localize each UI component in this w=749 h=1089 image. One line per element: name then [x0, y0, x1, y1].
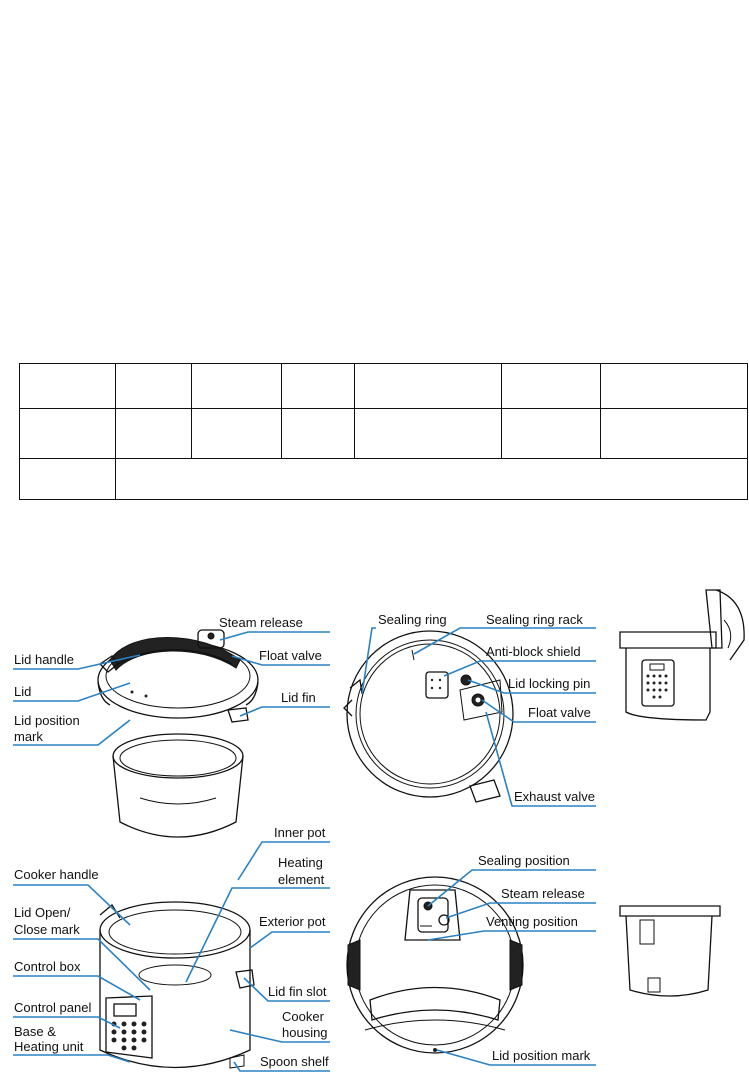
leader-spoon-shelf: [233, 1061, 330, 1072]
labels: Lid handle Lid Lid position mark Steam r…: [14, 612, 595, 1069]
leader-sealing-ring-rack: [413, 627, 596, 655]
leader-steam-release-2: [445, 902, 596, 919]
label-base-heating-2: Heating unit: [14, 1039, 84, 1054]
leader-lid: [13, 682, 131, 702]
label-steam-release: Steam release: [219, 615, 303, 630]
label-sealing-ring: Sealing ring: [378, 612, 447, 627]
leader-control-panel: [13, 1016, 121, 1029]
label-exterior-pot: Exterior pot: [259, 914, 326, 929]
leader-venting-position: [427, 930, 596, 941]
leader-exhaust-valve: [485, 711, 596, 807]
label-inner-pot: Inner pot: [274, 825, 326, 840]
lid-top-drawing: [346, 876, 524, 1054]
label-lid-handle: Lid handle: [14, 652, 74, 667]
cooker-side-drawing: [619, 905, 721, 997]
label-exhaust-valve: Exhaust valve: [514, 789, 595, 804]
leader-anti-block-shield: [443, 660, 596, 677]
label-lid-locking-pin: Lid locking pin: [508, 676, 590, 691]
table-cell: [501, 408, 601, 459]
label-lid-position-mark-2: mark: [14, 729, 43, 744]
open-cooker-keys: [646, 674, 668, 699]
control-panel-keys: [111, 1021, 147, 1051]
label-heating-element: Heating: [278, 855, 323, 870]
spec-table: [19, 363, 748, 500]
leader-inner-pot: [237, 841, 330, 881]
leader-steam-release: [219, 631, 330, 641]
leader-lid-handle: [13, 654, 141, 670]
label-spoon-shelf: Spoon shelf: [260, 1054, 329, 1069]
leader-float-valve-2: [481, 699, 596, 723]
table-cell: [600, 408, 748, 459]
label-cooker-housing-2: housing: [282, 1025, 328, 1040]
leader-base-heating: [13, 1054, 131, 1063]
leader-float-valve: [231, 655, 330, 666]
table-cell: [19, 408, 116, 459]
label-cooker-handle: Cooker handle: [14, 867, 99, 882]
label-sealing-ring-rack: Sealing ring rack: [486, 612, 583, 627]
label-lid: Lid: [14, 684, 31, 699]
leader-lid-fin-slot: [243, 977, 330, 1002]
leader-heating-element: [185, 887, 330, 983]
lid-drawing: [97, 629, 259, 723]
table-cell: [115, 408, 192, 459]
leader-lines: [13, 627, 596, 1072]
table-cell: [501, 363, 601, 409]
leader-sealing-ring: [361, 627, 376, 695]
label-heating-element-2: element: [278, 872, 325, 887]
label-lid-open-close-2: Close mark: [14, 922, 80, 937]
label-base-heating: Base &: [14, 1024, 56, 1039]
table-cell: [600, 363, 748, 409]
leader-sealing-position: [427, 869, 596, 907]
open-cooker-drawing: [619, 589, 745, 721]
cooker-base-drawing: [99, 901, 255, 1069]
label-float-valve-2: Float valve: [528, 705, 591, 720]
lid-underside-drawing: [343, 630, 514, 803]
table-cell: [354, 408, 502, 459]
leader-lid-position-mark-b: [436, 1049, 596, 1066]
label-lid-fin-slot: Lid fin slot: [268, 984, 327, 999]
table-cell-merged: [115, 458, 748, 500]
label-lid-position-mark: Lid position: [14, 713, 80, 728]
table-cell: [281, 408, 355, 459]
leader-lid-locking-pin: [467, 679, 596, 694]
leader-lid-position-mark: [13, 719, 131, 746]
leader-cooker-handle: [13, 884, 131, 926]
leader-control-box: [13, 975, 141, 1001]
label-lid-fin: Lid fin: [281, 690, 316, 705]
label-cooker-housing: Cooker: [282, 1009, 325, 1024]
label-control-panel: Control panel: [14, 1000, 91, 1015]
label-anti-block-shield: Anti-block shield: [486, 644, 581, 659]
inner-pot-drawing: [112, 733, 244, 838]
label-lid-position-mark-b: Lid position mark: [492, 1048, 591, 1063]
label-steam-release-2: Steam release: [501, 886, 585, 901]
label-float-valve: Float valve: [259, 648, 322, 663]
label-control-box: Control box: [14, 959, 81, 974]
leader-lid-fin: [239, 706, 330, 717]
leader-lid-open-close: [13, 938, 151, 991]
label-lid-open-close: Lid Open/: [14, 905, 71, 920]
label-venting-position: Venting position: [486, 914, 578, 929]
leader-exterior-pot: [249, 931, 330, 949]
label-sealing-position: Sealing position: [478, 853, 570, 868]
leader-cooker-housing: [229, 1029, 330, 1043]
table-cell: [191, 408, 282, 459]
table-cell: [191, 363, 282, 409]
